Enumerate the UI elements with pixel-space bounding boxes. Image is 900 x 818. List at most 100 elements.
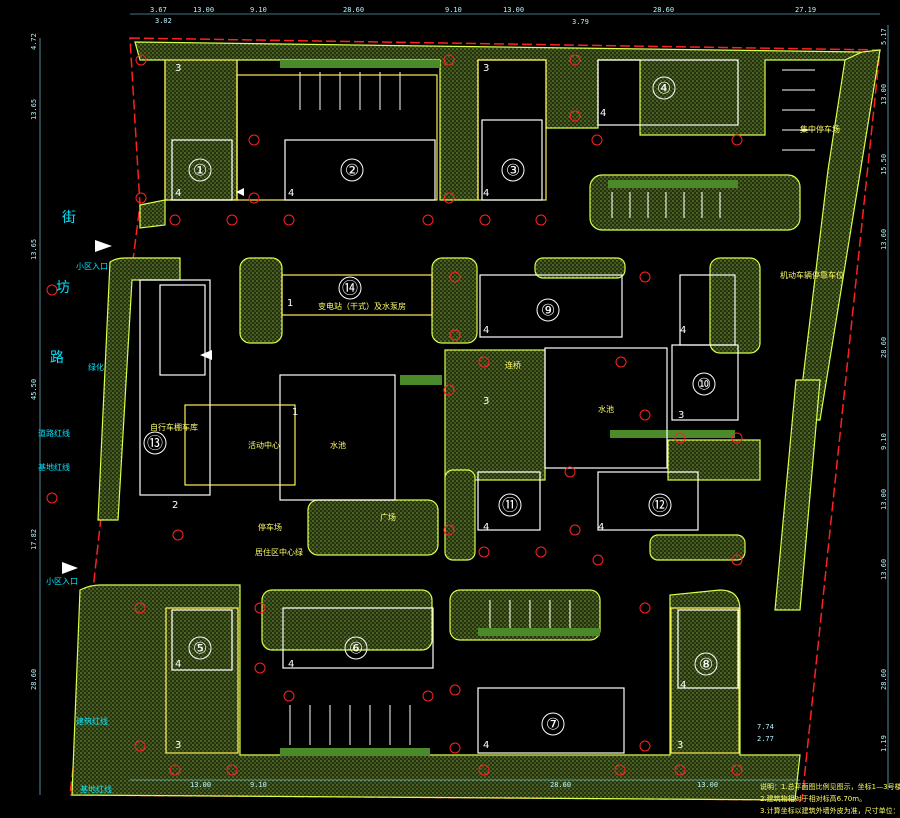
svg-text:路: 路 xyxy=(50,350,64,366)
svg-text:3: 3 xyxy=(678,410,684,421)
svg-text:5.17: 5.17 xyxy=(880,28,888,45)
svg-text:4: 4 xyxy=(483,740,489,751)
svg-text:水池: 水池 xyxy=(330,440,346,450)
svg-text:3: 3 xyxy=(175,63,181,74)
road-redline-label: 道路红线 xyxy=(38,428,70,438)
svg-text:28.60: 28.60 xyxy=(550,781,571,789)
svg-text:13.00: 13.00 xyxy=(190,781,211,789)
svg-text:停车场: 停车场 xyxy=(258,522,282,532)
svg-text:4: 4 xyxy=(483,188,489,199)
svg-text:居住区中心绿: 居住区中心绿 xyxy=(255,547,303,557)
svg-text:13.60: 13.60 xyxy=(880,229,888,250)
svg-text:13.65: 13.65 xyxy=(30,99,38,120)
svg-text:说明：1.总平面图比例见图示，坐标1—3号楼: 说明：1.总平面图比例见图示，坐标1—3号楼 xyxy=(760,782,900,791)
svg-text:27.19: 27.19 xyxy=(795,6,816,14)
svg-text:4.72: 4.72 xyxy=(30,33,38,50)
svg-text:4: 4 xyxy=(175,188,181,199)
building-1: ① xyxy=(193,161,207,180)
building-5: ⑤ xyxy=(193,639,207,658)
building-12: ⑫ xyxy=(652,496,668,515)
bottom-dimensions: 13.00 9.10 28.60 13.00 2.77 7.74 xyxy=(190,723,774,789)
svg-text:28.60: 28.60 xyxy=(880,669,888,690)
building-4: ④ xyxy=(657,79,671,98)
svg-text:广场: 广场 xyxy=(380,512,396,522)
svg-text:45.50: 45.50 xyxy=(30,379,38,400)
svg-text:28.60: 28.60 xyxy=(653,6,674,14)
svg-text:3: 3 xyxy=(483,63,489,74)
svg-text:基地红线: 基地红线 xyxy=(80,784,112,794)
building-14: ⑭ xyxy=(342,279,358,298)
svg-text:3: 3 xyxy=(677,740,683,751)
hedge-bars xyxy=(280,60,738,756)
svg-text:集中停车场: 集中停车场 xyxy=(800,124,840,134)
svg-text:水池: 水池 xyxy=(598,404,614,414)
corner-marks: 3 4 4 3 4 4 4 3 4 4 4 3 1 4 3 3 4 4 4 1 … xyxy=(172,63,686,751)
building-6: ⑥ xyxy=(349,639,363,658)
parking-stripes xyxy=(289,69,815,745)
svg-text:28.60: 28.60 xyxy=(880,337,888,358)
svg-text:4: 4 xyxy=(288,659,294,670)
svg-text:自行车棚车库: 自行车棚车库 xyxy=(150,422,198,432)
green-areas xyxy=(71,41,881,801)
building-outlines xyxy=(139,59,740,754)
svg-text:机动车辆停靠车位: 机动车辆停靠车位 xyxy=(780,270,844,280)
svg-text:1.19: 1.19 xyxy=(880,735,888,752)
svg-text:9.10: 9.10 xyxy=(250,781,267,789)
svg-text:4: 4 xyxy=(175,659,181,670)
map-labels: 小区入口 小区入口 绿化 道路红线 基地红线 建筑红线 基地红线 集中停车场 机… xyxy=(38,124,844,794)
svg-text:4: 4 xyxy=(288,188,294,199)
building-7: ⑦ xyxy=(546,715,560,734)
svg-text:13.00: 13.00 xyxy=(880,84,888,105)
svg-text:9.10: 9.10 xyxy=(445,6,462,14)
svg-text:1: 1 xyxy=(292,407,298,418)
svg-text:4: 4 xyxy=(680,325,686,336)
svg-text:街: 街 xyxy=(62,210,76,226)
svg-text:3.02: 3.02 xyxy=(155,17,172,25)
coordinate-pins xyxy=(46,54,743,776)
svg-text:3: 3 xyxy=(483,396,489,407)
svg-text:1: 1 xyxy=(287,298,293,309)
svg-text:3.67: 3.67 xyxy=(150,6,167,14)
building-redline-label: 建筑红线 xyxy=(76,716,108,726)
svg-text:28.60: 28.60 xyxy=(30,669,38,690)
svg-text:4: 4 xyxy=(483,325,489,336)
entrance-arrows xyxy=(62,188,244,574)
svg-text:28.60: 28.60 xyxy=(343,6,364,14)
building-11: ⑪ xyxy=(502,496,518,515)
svg-text:3: 3 xyxy=(175,740,181,751)
svg-text:坊: 坊 xyxy=(56,280,70,296)
building-13: ⑬ xyxy=(147,434,163,453)
svg-text:4: 4 xyxy=(600,108,606,119)
svg-text:13.65: 13.65 xyxy=(30,239,38,260)
svg-text:3.79: 3.79 xyxy=(572,18,589,26)
svg-text:2: 2 xyxy=(172,500,178,511)
top-dimensions: 3.67 13.00 9.10 28.60 9.10 13.00 28.60 2… xyxy=(150,6,816,26)
svg-text:活动中心: 活动中心 xyxy=(248,440,280,450)
svg-text:4: 4 xyxy=(680,680,686,691)
svg-text:13.00: 13.00 xyxy=(880,489,888,510)
svg-text:2.建筑物相对于相对标高6.70m。: 2.建筑物相对于相对标高6.70m。 xyxy=(760,794,866,803)
building-10: ⑩ xyxy=(697,375,711,394)
svg-text:15.50: 15.50 xyxy=(880,154,888,175)
right-dimensions: 5.17 13.00 15.50 13.60 28.60 9.10 13.00 … xyxy=(880,28,888,752)
svg-text:4: 4 xyxy=(598,522,604,533)
entrance-south-label: 小区入口 xyxy=(46,577,78,586)
left-dimensions: 4.72 13.65 13.65 45.50 17.82 28.60 xyxy=(30,33,38,690)
design-notes: 说明：1.总平面图比例见图示，坐标1—3号楼 2.建筑物相对于相对标高6.70m… xyxy=(760,782,900,815)
dimension-lines xyxy=(39,13,889,795)
building-numbers: ① ② ③ ④ ⑤ ⑥ ⑦ ⑧ ⑨ ⑩ ⑪ ⑫ ⑬ ⑭ xyxy=(143,76,718,736)
svg-text:绿化: 绿化 xyxy=(88,362,104,372)
svg-text:9.10: 9.10 xyxy=(250,6,267,14)
building-8: ⑧ xyxy=(699,655,713,674)
svg-text:13.00: 13.00 xyxy=(503,6,524,14)
svg-text:9.10: 9.10 xyxy=(880,433,888,450)
svg-text:13.60: 13.60 xyxy=(880,559,888,580)
entrance-north-label: 小区入口 xyxy=(76,262,108,271)
svg-text:13.00: 13.00 xyxy=(697,781,718,789)
svg-text:7.74: 7.74 xyxy=(757,723,774,731)
svg-text:4: 4 xyxy=(483,522,489,533)
building-2: ② xyxy=(345,161,359,180)
building-9: ⑨ xyxy=(541,301,555,320)
